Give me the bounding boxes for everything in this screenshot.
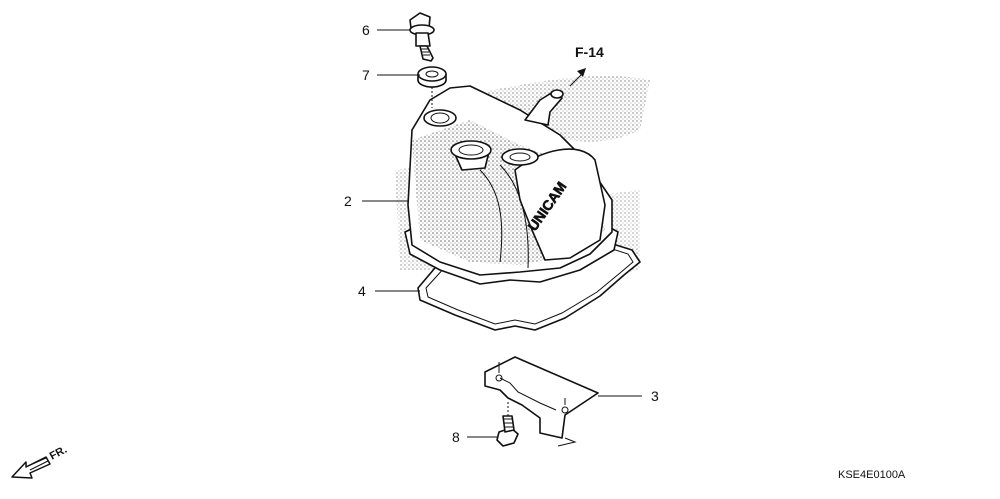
- callout-4: 4: [358, 283, 366, 299]
- leader-lines: [362, 29, 642, 438]
- front-direction: FR.: [11, 444, 69, 479]
- callout-2: 2: [344, 193, 352, 209]
- reference-label: F-14: [575, 44, 604, 60]
- cylinder-head-cover: UNICAM: [404, 85, 619, 285]
- front-label: FR.: [48, 444, 69, 463]
- diagram-code: KSE4E0100A: [838, 469, 906, 481]
- cover-bolt: [409, 12, 435, 62]
- callout-8: 8: [452, 429, 460, 445]
- cover-plate: [484, 356, 599, 447]
- callout-7: 7: [362, 67, 370, 83]
- front-arrow-icon: [11, 456, 51, 479]
- sealing-washer: [417, 66, 447, 108]
- reference-f14: F-14: [569, 44, 604, 87]
- reference-arrow-icon: [577, 68, 586, 77]
- callout-6: 6: [362, 22, 370, 38]
- callout-3: 3: [651, 388, 659, 404]
- plate-bolt: [496, 400, 519, 447]
